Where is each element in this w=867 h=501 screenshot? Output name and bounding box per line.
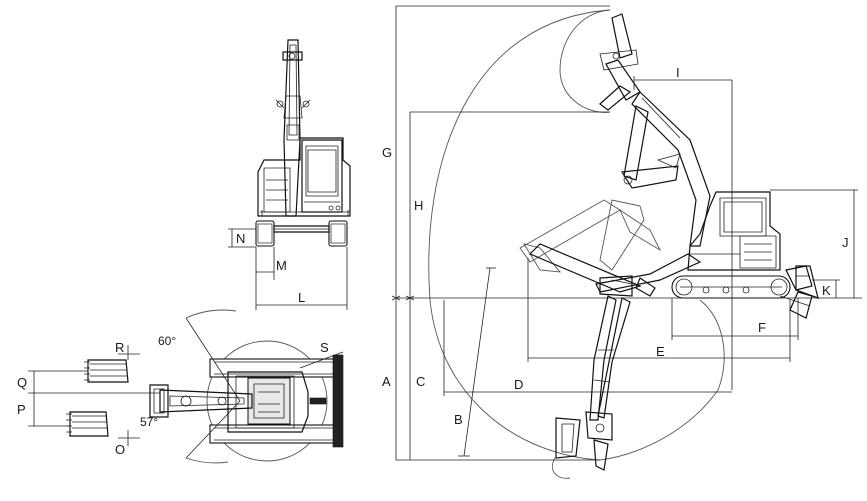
dim-label-A: A <box>382 374 391 389</box>
dim-label-G: G <box>382 145 392 160</box>
dim-label-S: S <box>320 340 329 355</box>
dim-label-D: D <box>514 377 523 392</box>
top-view: S 60° 57° <box>140 309 344 464</box>
side-view <box>395 9 862 479</box>
dim-label-H: H <box>414 198 423 213</box>
front-view <box>255 39 351 247</box>
offset-buckets <box>66 359 129 437</box>
top-view-dimensions: R Q P O <box>17 340 160 457</box>
dim-label-J: J <box>842 235 849 250</box>
dim-label-R: R <box>115 340 124 355</box>
dim-label-M: M <box>276 258 287 273</box>
dim-label-O: O <box>115 442 125 457</box>
dim-label-L: L <box>298 290 305 305</box>
dim-label-I: I <box>676 65 680 80</box>
dim-label-N: N <box>236 231 245 246</box>
dim-label-K: K <box>822 283 831 298</box>
side-view-dimensions: A G C H I J K F E D <box>382 5 858 461</box>
dim-label-E: E <box>656 344 665 359</box>
swing-angle-right: 57° <box>140 415 158 429</box>
dim-label-P: P <box>17 402 26 417</box>
swing-angle-left: 60° <box>158 334 176 348</box>
front-view-dimensions: N M L <box>228 228 348 310</box>
dim-label-F: F <box>758 320 766 335</box>
dim-label-C: C <box>416 374 425 389</box>
dim-label-Q: Q <box>17 375 27 390</box>
dim-label-B: B <box>454 412 463 427</box>
